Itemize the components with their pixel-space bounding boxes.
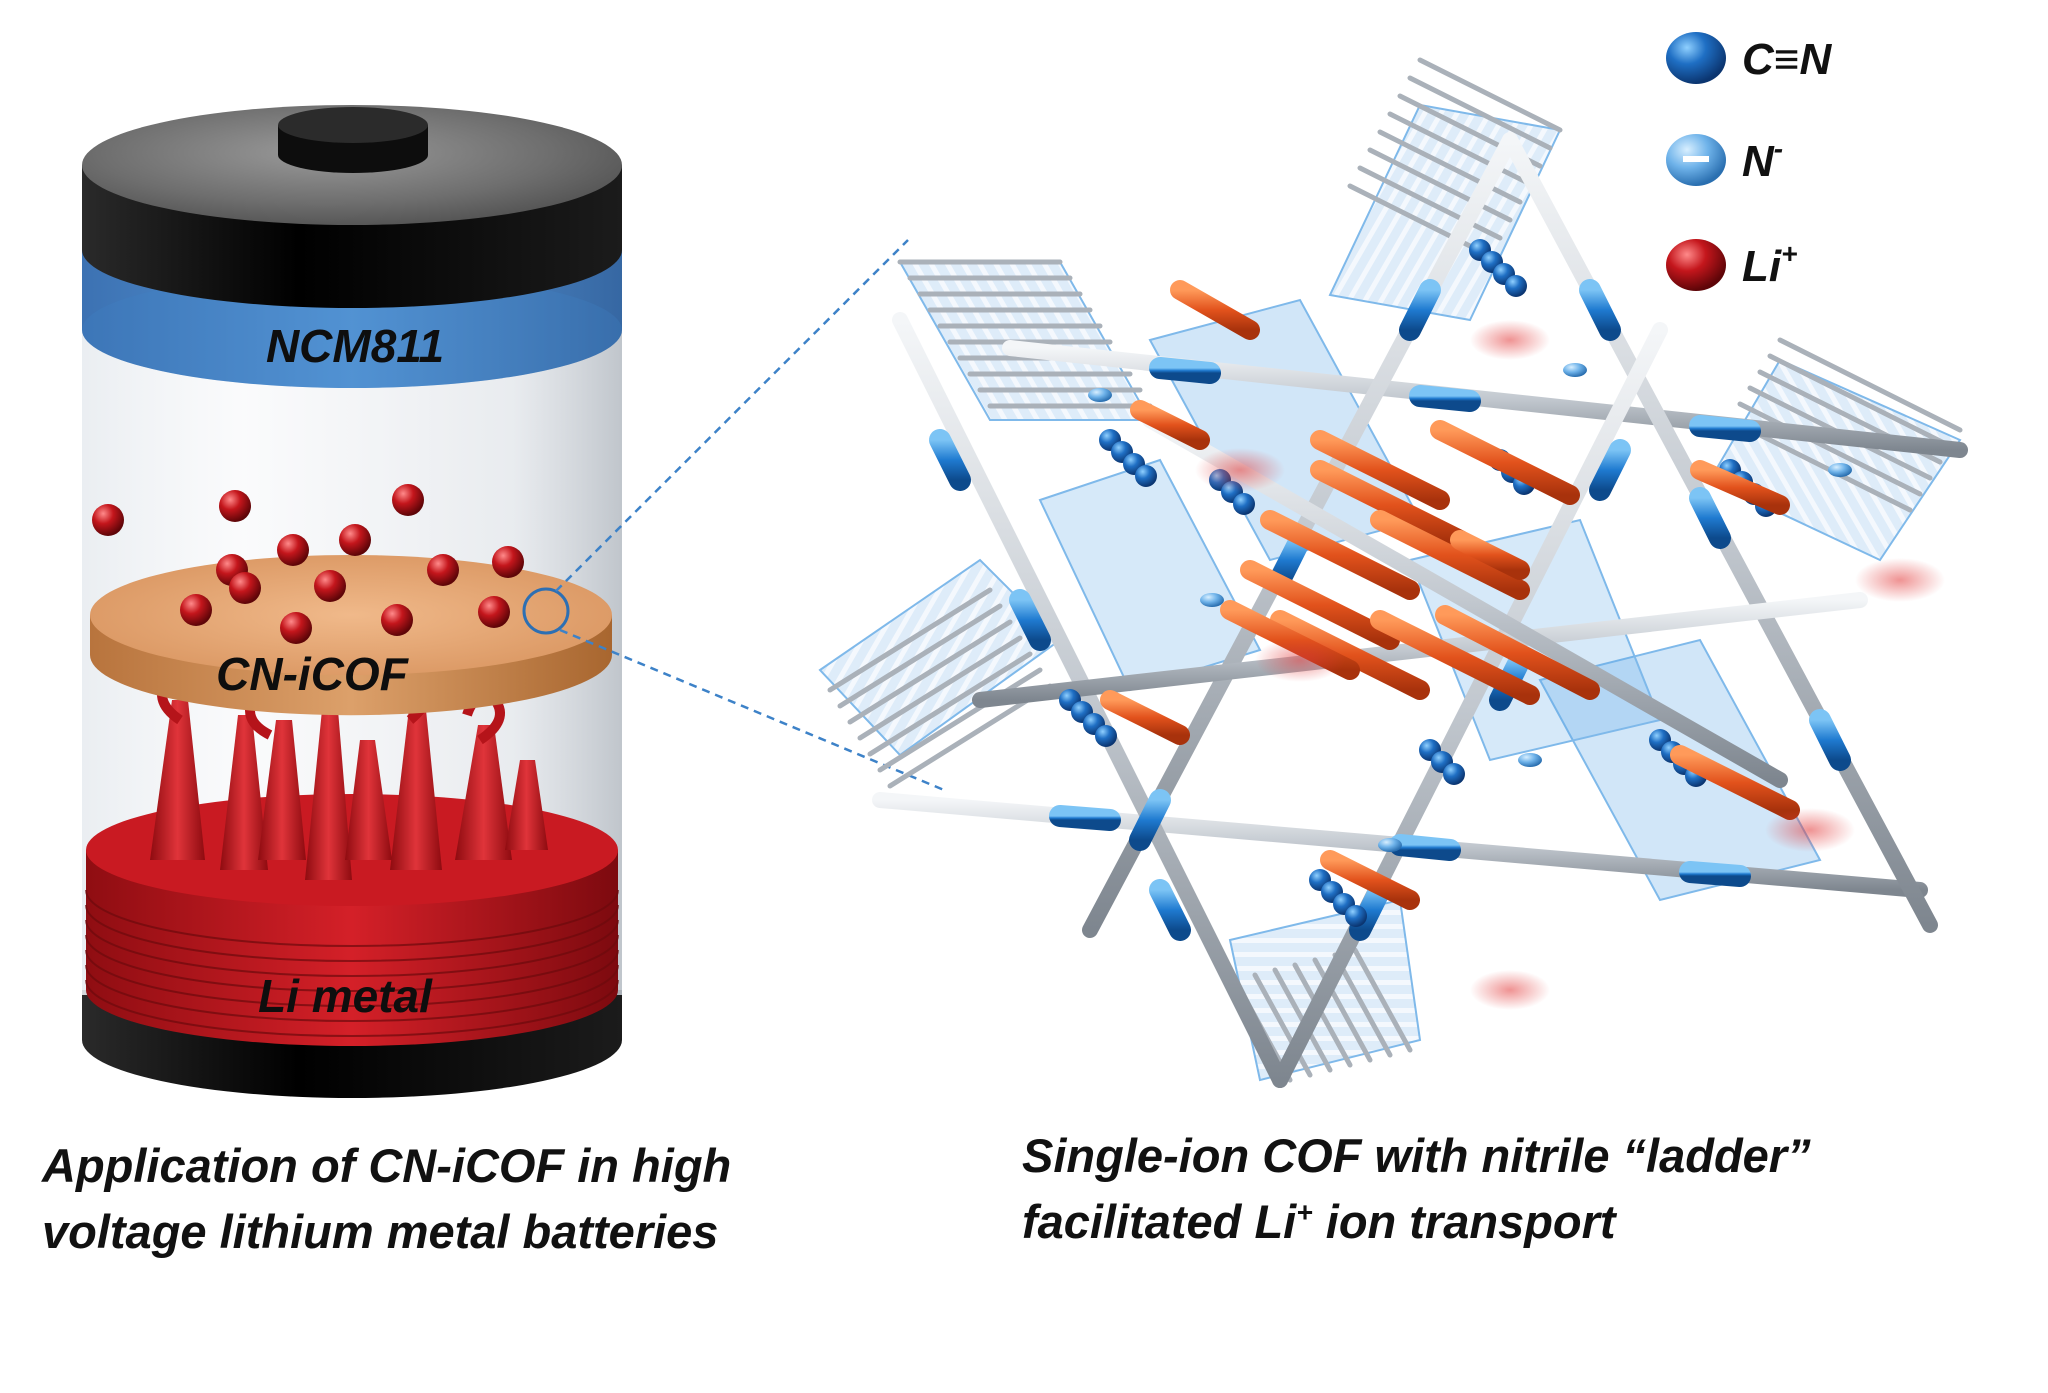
caption-right-line2-prefix: facilitated Li	[1022, 1195, 1297, 1248]
caption-right-line2-suffix: ion transport	[1312, 1195, 1616, 1248]
caption-right-line2: facilitated Li+ ion transport	[1022, 1189, 1811, 1255]
cathode-label: NCM811	[266, 320, 444, 372]
caption-right-line1: Single-ion COF with nitrile “ladder”	[1022, 1129, 1811, 1182]
lithium-glow	[1195, 320, 1945, 1010]
lithium-dendrites	[150, 667, 548, 880]
blue-sphere-icon	[1666, 32, 1726, 84]
battery-terminal	[278, 107, 428, 173]
cof-framework-structure	[818, 57, 1968, 1088]
cn-icof-separator	[90, 555, 612, 716]
minus-sign-icon	[1683, 156, 1709, 162]
legend-label-li: Li	[1742, 242, 1782, 291]
legend-label-n-sup: -	[1774, 133, 1783, 164]
legend-label-cn: C≡N	[1742, 35, 1832, 84]
battery-illustration: NCM811 CN-iCOF Li metal	[82, 105, 622, 1098]
caption-right: Single-ion COF with nitrile “ladder” fac…	[1022, 1123, 1811, 1255]
caption-left-line2: voltage lithium metal batteries	[42, 1205, 719, 1258]
legend-label-li-plus: Li+	[1742, 238, 1797, 291]
nitrile-segments	[929, 279, 1851, 941]
zoom-circle	[522, 587, 570, 635]
caption-right-line2-sup: +	[1296, 1195, 1313, 1228]
lithium-ions	[92, 484, 524, 644]
caption-left: Application of CN-iCOF in high voltage l…	[42, 1133, 731, 1265]
legend-item-li-plus: Li+	[1666, 238, 1797, 291]
legend-label-n: N	[1742, 137, 1775, 186]
separator-label: CN-iCOF	[216, 648, 410, 700]
n-minus-markers	[1088, 363, 1852, 852]
caption-left-line1: Application of CN-iCOF in high	[42, 1139, 732, 1192]
legend-label-li-sup: +	[1781, 238, 1797, 269]
legend-item-cn: C≡N	[1666, 32, 1832, 84]
legend: C≡N N- Li+	[1666, 32, 1832, 291]
red-sphere-icon	[1666, 239, 1726, 291]
anode-label: Li metal	[258, 970, 433, 1022]
legend-label-n-minus: N-	[1742, 133, 1783, 186]
legend-item-n-minus: N-	[1666, 133, 1783, 186]
